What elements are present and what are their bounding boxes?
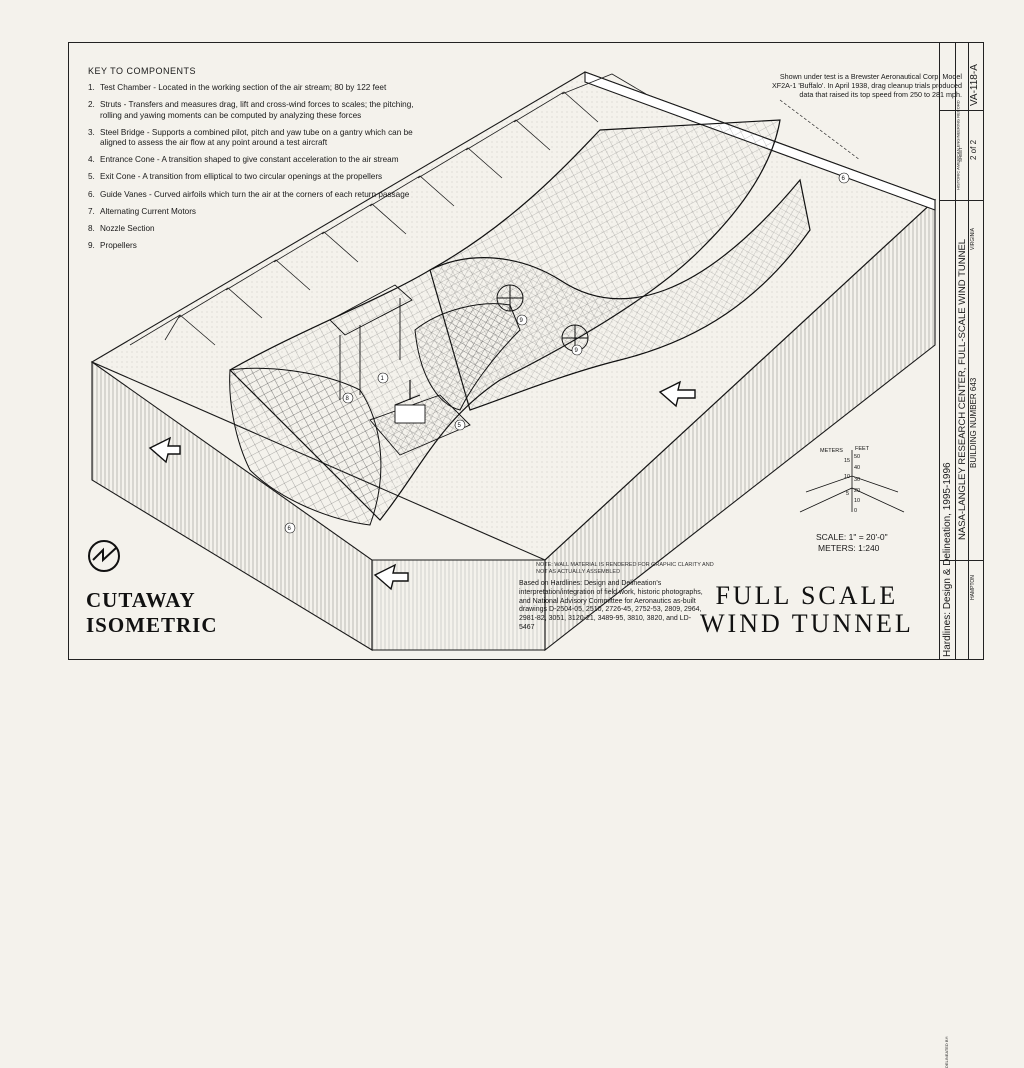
graphic-scale: FEET METERS 50 40 30 20 10 0 15 10 5 SCA… [762,440,940,580]
scale-meters-label: METERS [820,448,843,454]
marker-9b: 9 [575,348,579,354]
component-markers: 1 8 5 6 9 9 6 [284,172,850,534]
feet-tick-30: 30 [854,477,860,483]
drawing-border [68,42,940,660]
based-on-credits: Based on Hardlines: Design and Delineati… [519,580,703,631]
key-item: 2.Struts - Transfers and measures drag, … [88,100,414,120]
wall-material-note: NOTE: WALL MATERIAL IS RENDERED FOR GRAP… [536,562,714,575]
title-block-sheet-label: SHEET [958,146,963,162]
key-item: 9.Propellers [88,241,137,251]
title-block-county-state: VIRGINIA [970,228,976,250]
test-chamber-floor [369,380,471,456]
meter-tick-10: 10 [844,474,850,480]
key-item: 1.Test Chamber - Located in the working … [88,83,387,93]
meter-tick-15: 15 [844,458,850,464]
feet-tick-40: 40 [854,465,860,471]
feet-tick-0: 0 [854,508,857,514]
nozzle-section [229,367,382,526]
title-block-building: BUILDING NUMBER 643 [969,377,978,468]
title-block-survey: HISTORIC AMERICAN ENGINEERING RECORD [956,100,961,190]
key-item: 6.Guide Vanes - Curved airfoils which tu… [88,189,410,199]
meter-tick-5: 5 [846,491,849,497]
title-block-delineated-by: DELINEATED BY: [944,1035,949,1068]
key-item: 3.Steel Bridge - Supports a combined pil… [88,127,413,148]
exit-cone [414,303,521,411]
title-block-location: HAMPTON [970,575,976,600]
caption-leader-line [779,99,861,161]
marker-8: 8 [346,396,350,402]
marker-6b: 6 [842,176,846,182]
key-heading: KEY TO COMPONENTS [88,66,197,76]
title-block [940,42,984,660]
key-to-components: KEY TO COMPONENTS 1.Test Chamber - Locat… [88,66,428,258]
scale-ratio-meters: METERS: 1:240 [818,543,880,553]
title-left-line-2: ISOMETRIC [86,613,218,637]
marker-6: 6 [288,526,292,532]
test-aircraft-caption: Shown under test is a Brewster Aeronauti… [772,72,963,99]
key-item: 8.Nozzle Section [88,224,155,234]
title-full-scale-wind-tunnel: FULL SCALE WIND TUNNEL [700,582,914,638]
marker-5: 5 [458,423,462,429]
marker-1: 1 [381,376,385,382]
langley-logo-icon [88,540,120,572]
return-flow-arrows [148,380,696,591]
title-block-sheet-number: 2 of 2 [969,139,978,160]
feet-tick-10: 10 [854,498,860,504]
steel-bridge [329,284,413,400]
title-left-line-1: CUTAWAY [86,588,196,612]
roof-trusses [129,73,647,346]
scale-ratio-feet: SCALE: 1" = 20'-0" [816,532,888,542]
title-block-survey-number: VA-118-A [969,64,980,106]
feet-tick-20: 20 [854,488,860,494]
marker-9: 9 [520,318,524,324]
title-block-delineator: Hardlines: Design & Delineation, 1995-19… [942,462,953,657]
key-item: 5.Exit Cone - A transition from elliptic… [88,172,383,182]
title-right-line-2: WIND TUNNEL [700,609,914,638]
title-block-project: NASA-LANGLEY RESEARCH CENTER, FULL-SCALE… [957,238,968,540]
drawing-sheet: 1 8 5 6 9 9 6 KEY TO COMPONENTS 1.Test C… [68,42,984,1068]
scale-bar-graphic: FEET METERS 50 40 30 20 10 0 15 10 5 [799,446,905,514]
feet-tick-50: 50 [854,454,860,460]
key-item: 4.Entrance Cone - A transition shaped to… [88,155,399,165]
title-right-line-1: FULL SCALE [715,581,899,610]
cutaway-isometric-illustration: 1 8 5 6 9 9 6 [88,71,937,652]
scale-feet-label: FEET [855,446,870,452]
title-cutaway-isometric: CUTAWAY ISOMETRIC [86,588,218,638]
key-item: 7.Alternating Current Motors [88,206,197,216]
